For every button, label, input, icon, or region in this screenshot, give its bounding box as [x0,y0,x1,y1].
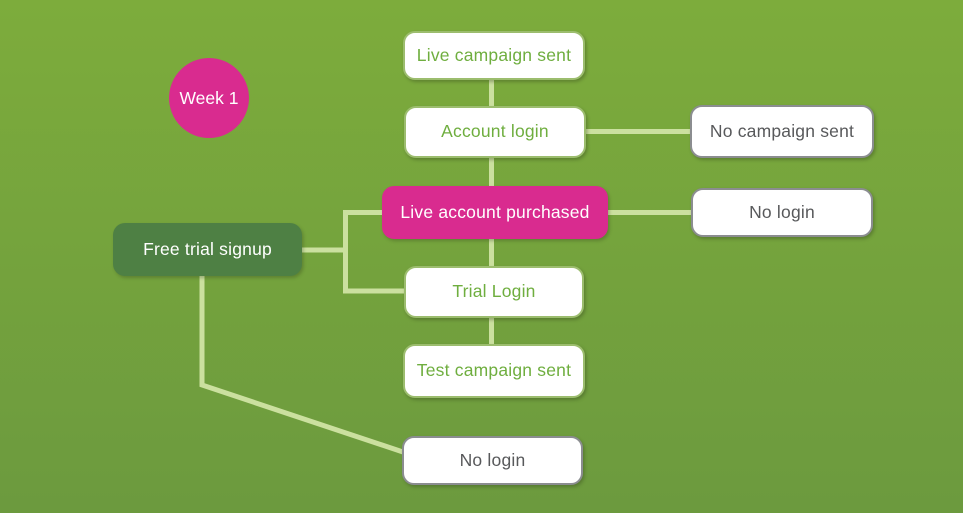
node-no-campaign-sent: No campaign sent [690,105,874,158]
node-no-login-bottom: No login [402,436,583,485]
node-account-login: Account login [404,106,586,158]
week-1-label: Week 1 [179,87,239,108]
week-1-badge: Week 1 [169,58,249,138]
node-trial-login: Trial Login [404,266,584,318]
node-free-trial-signup: Free trial signup [113,223,302,276]
node-live-account-purchased: Live account purchased [382,186,608,239]
node-no-login-right: No login [691,188,873,237]
node-live-campaign-sent: Live campaign sent [403,31,585,80]
node-test-campaign-sent: Test campaign sent [403,344,585,398]
